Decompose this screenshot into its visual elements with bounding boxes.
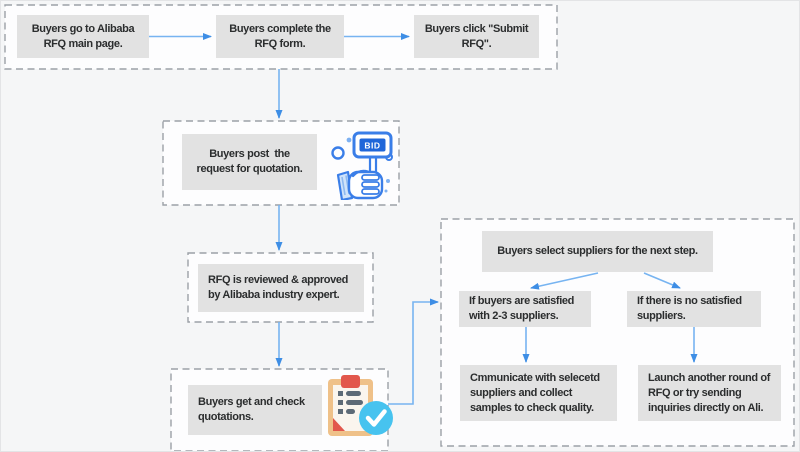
step-box-launch-again: Launch another round of RFQ or try sendi…: [638, 365, 781, 421]
arrow-check-to-selection: [388, 298, 439, 405]
step-box-communicate: Cmmunicate with selecetd suppliers and c…: [460, 365, 617, 421]
step-box-reviewed: RFQ is reviewed & approved by Alibaba in…: [198, 264, 364, 312]
bid-sign-label: BID: [364, 141, 380, 151]
step-box-click-submit: Buyers click "Submit RFQ".: [414, 15, 539, 58]
arrow-select-to-satisfied: [530, 272, 599, 290]
bid-sign-icon: BID: [331, 131, 393, 200]
step-box-complete-form: Buyers complete the RFQ form.: [216, 15, 344, 58]
step-box-go-main-page: Buyers go to Alibaba RFQ main page.: [17, 15, 149, 58]
arrow-select-to-not-satisfied: [643, 272, 681, 289]
step-box-get-check: Buyers get and check quotations.: [188, 385, 322, 435]
step-box-satisfied: If buyers are satisfied with 2-3 supplie…: [459, 291, 591, 327]
quotation-check-icon: [328, 375, 393, 436]
step-box-not-satisfied: If there is no satisfied suppliers.: [627, 291, 761, 327]
step-box-select-suppliers: Buyers select suppliers for the next ste…: [482, 231, 713, 272]
step-box-post-request: Buyers post the request for quotation.: [182, 134, 317, 190]
